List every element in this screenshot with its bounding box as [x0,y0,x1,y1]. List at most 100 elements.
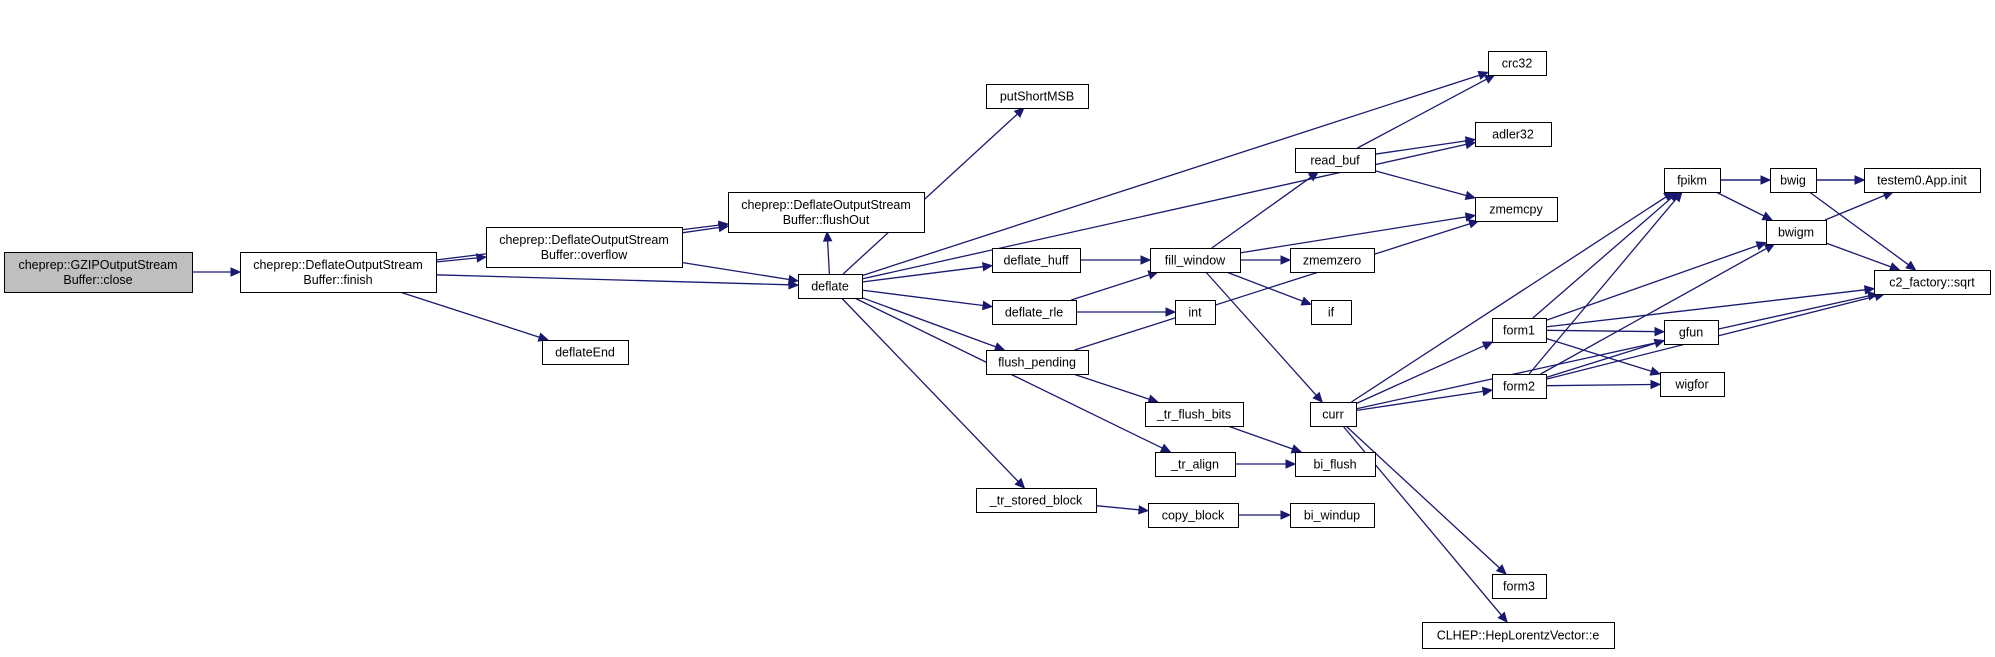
node-box [1660,372,1725,397]
edge-arrowhead [1014,477,1026,489]
node-label: cheprep::DeflateOutputStream [499,233,669,247]
edge-line [1545,337,1652,372]
node-adler32[interactable]: adler32 [1475,122,1552,147]
edge-line [841,297,1019,482]
node-box [986,84,1089,109]
edge-arrowhead [1483,74,1496,84]
node-box [1145,402,1244,427]
node-box [1155,452,1236,477]
edge-arrowhead [1763,243,1776,253]
edge-arrowhead [1905,260,1917,271]
node-testem0-init[interactable]: testem0.App.init [1864,168,1981,193]
node-flushout[interactable]: cheprep::DeflateOutputStreamBuffer::flus… [728,192,925,233]
edge-flush_pending-to-tr_flush_bits [1072,373,1159,404]
edge-read_buf-to-crc32 [1357,74,1496,149]
node-zmemcpy[interactable]: zmemcpy [1475,197,1558,222]
edge-line [1545,342,1656,379]
node-bwig[interactable]: bwig [1770,168,1817,193]
edge-deflate-to-deflate_rle [861,289,994,311]
edge-line [1205,271,1317,396]
edge-line [1825,242,1892,268]
node-box [486,227,683,268]
node-read-buf[interactable]: read_buf [1295,148,1376,173]
edge-finish-to-deflateend [399,291,550,342]
edge-bwig-to-testem0_init [1816,175,1866,185]
node-label: bi_windup [1304,509,1360,523]
node-label: form2 [1503,380,1535,394]
node-overflow[interactable]: cheprep::DeflateOutputStreamBuffer::over… [486,227,683,268]
node-label: copy_block [1162,509,1225,523]
edge-arrowhead [1481,386,1494,397]
node-bwigm[interactable]: bwigm [1766,220,1827,245]
node-fpikm[interactable]: fpikm [1664,168,1721,193]
node-hep-e[interactable]: CLHEP::HepLorentzVector::e [1422,622,1615,649]
edge-read_buf-to-adler32 [1374,136,1477,155]
node-form1[interactable]: form1 [1492,318,1547,343]
edge-fill_window-to-zmemzero [1240,255,1292,265]
node-box [798,274,863,299]
node-label: curr [1322,408,1344,422]
node-deflate-huff[interactable]: deflate_huff [992,248,1081,273]
edge-line [1071,274,1150,301]
edge-line [1227,425,1293,450]
node-c2-sqrt[interactable]: c2_factory::sqrt [1874,270,1991,295]
edge-copy_block-to-bi_windup [1238,510,1292,520]
edge-line [861,74,1480,277]
node-box [1766,220,1827,245]
node-label: Buffer::close [63,273,132,287]
node-box [1492,374,1547,399]
node-crc32[interactable]: crc32 [1488,51,1547,76]
edge-curr-to-form1 [1355,341,1494,405]
edge-arrowhead [1280,510,1292,520]
node-finish[interactable]: cheprep::DeflateOutputStreamBuffer::fini… [240,252,437,293]
node-label: fill_window [1165,254,1226,268]
node-form2[interactable]: form2 [1492,374,1547,399]
node-gfun[interactable]: gfun [1664,320,1719,345]
node-wigfor[interactable]: wigfor [1660,372,1725,397]
call-edges [192,70,1917,623]
edge-line [1374,140,1467,155]
node-deflate-rle[interactable]: deflate_rle [992,300,1077,325]
node-zmemzero[interactable]: zmemzero [1290,248,1375,273]
edge-arrowhead [1495,564,1507,575]
node-label: bwig [1780,174,1806,188]
node-label: deflateEnd [555,346,615,360]
edge-line [861,289,984,307]
edge-line [1545,329,1656,333]
edge-finish-to-deflate [435,274,800,290]
edge-arrowhead [1138,505,1150,515]
node-tr-flush-bits[interactable]: _tr_flush_bits [1145,402,1244,427]
node-int[interactable]: int [1175,300,1216,325]
node-curr[interactable]: curr [1310,402,1357,427]
edge-bwigm-to-testem0_init [1824,191,1895,221]
edge-arrowhead [1888,262,1901,272]
edge-arrowhead [476,253,488,263]
node-label: fpikm [1677,174,1707,188]
edge-line [1355,345,1485,405]
node-box [1175,300,1216,325]
edge-overflow-to-deflate [681,261,800,285]
node-copy-block[interactable]: copy_block [1148,503,1239,528]
node-deflateend[interactable]: deflateEnd [542,340,629,365]
node-deflate[interactable]: deflate [798,274,863,299]
node-putshortmsb[interactable]: putShortMSB [986,84,1089,109]
node-bi-windup[interactable]: bi_windup [1290,503,1375,528]
node-box [1310,402,1357,427]
edge-line [1545,289,1866,328]
edge-tr_align-to-bi_flush [1235,459,1297,469]
node-form3[interactable]: form3 [1492,574,1547,599]
node-tr-align[interactable]: _tr_align [1155,452,1236,477]
edge-arrowhead [1481,341,1494,351]
node-box [542,340,629,365]
node-label: Buffer::flushOut [783,213,870,227]
edge-arrowhead [1649,366,1662,376]
node-if[interactable]: if [1311,300,1352,325]
node-bi-flush[interactable]: bi_flush [1295,452,1376,477]
edge-arrowhead [1760,175,1772,185]
edge-line [1211,176,1312,249]
edge-deflate-to-deflate_huff [861,261,994,283]
node-fill-window[interactable]: fill_window [1150,248,1241,273]
node-tr-stored-block[interactable]: _tr_stored_block [976,488,1097,513]
node-flush-pending[interactable]: flush_pending [986,350,1089,375]
